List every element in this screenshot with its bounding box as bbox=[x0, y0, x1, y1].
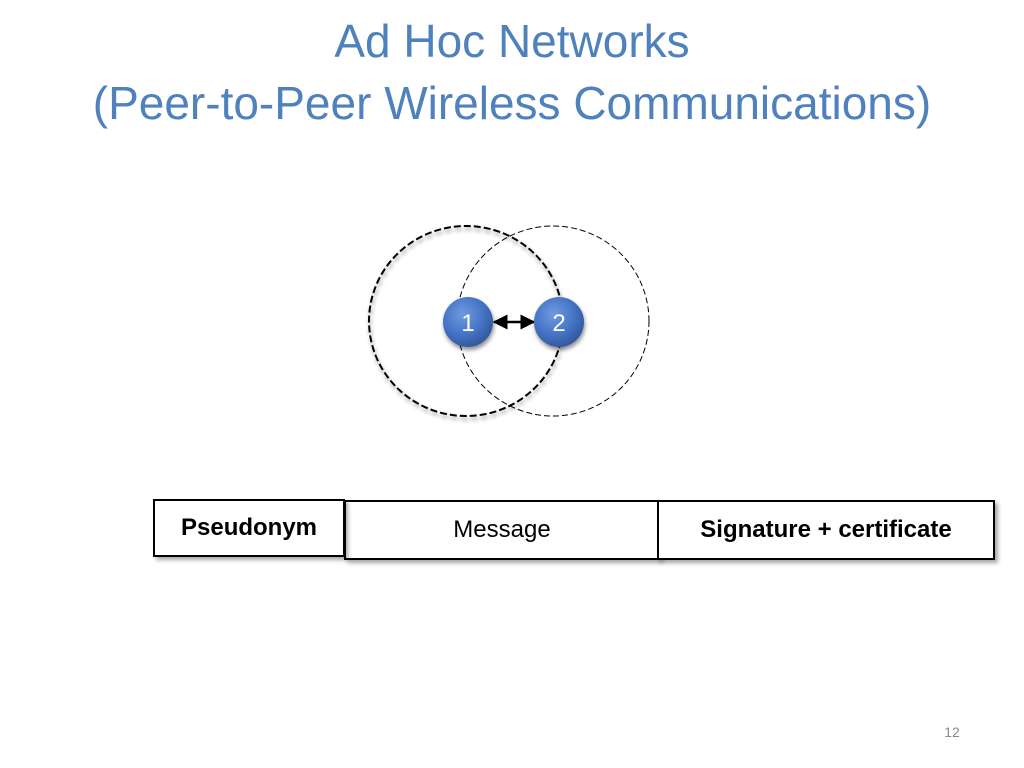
page-number: 12 bbox=[944, 724, 960, 740]
node-1-circle bbox=[443, 297, 493, 347]
node-1-label: 1 bbox=[461, 310, 474, 337]
node-1: 1 bbox=[443, 297, 493, 347]
node-2: 2 bbox=[534, 297, 584, 347]
node-2-label: 2 bbox=[552, 310, 565, 337]
message-field: Message bbox=[344, 500, 660, 560]
signature-certificate-field: Signature + certificate bbox=[657, 500, 995, 560]
title-line-1: Ad Hoc Networks bbox=[334, 15, 690, 67]
pseudonym-field: Pseudonym bbox=[153, 499, 345, 557]
slide-title: Ad Hoc Networks (Peer-to-Peer Wireless C… bbox=[0, 10, 1024, 134]
title-line-2: (Peer-to-Peer Wireless Communications) bbox=[92, 77, 932, 129]
node-2-circle bbox=[534, 297, 584, 347]
